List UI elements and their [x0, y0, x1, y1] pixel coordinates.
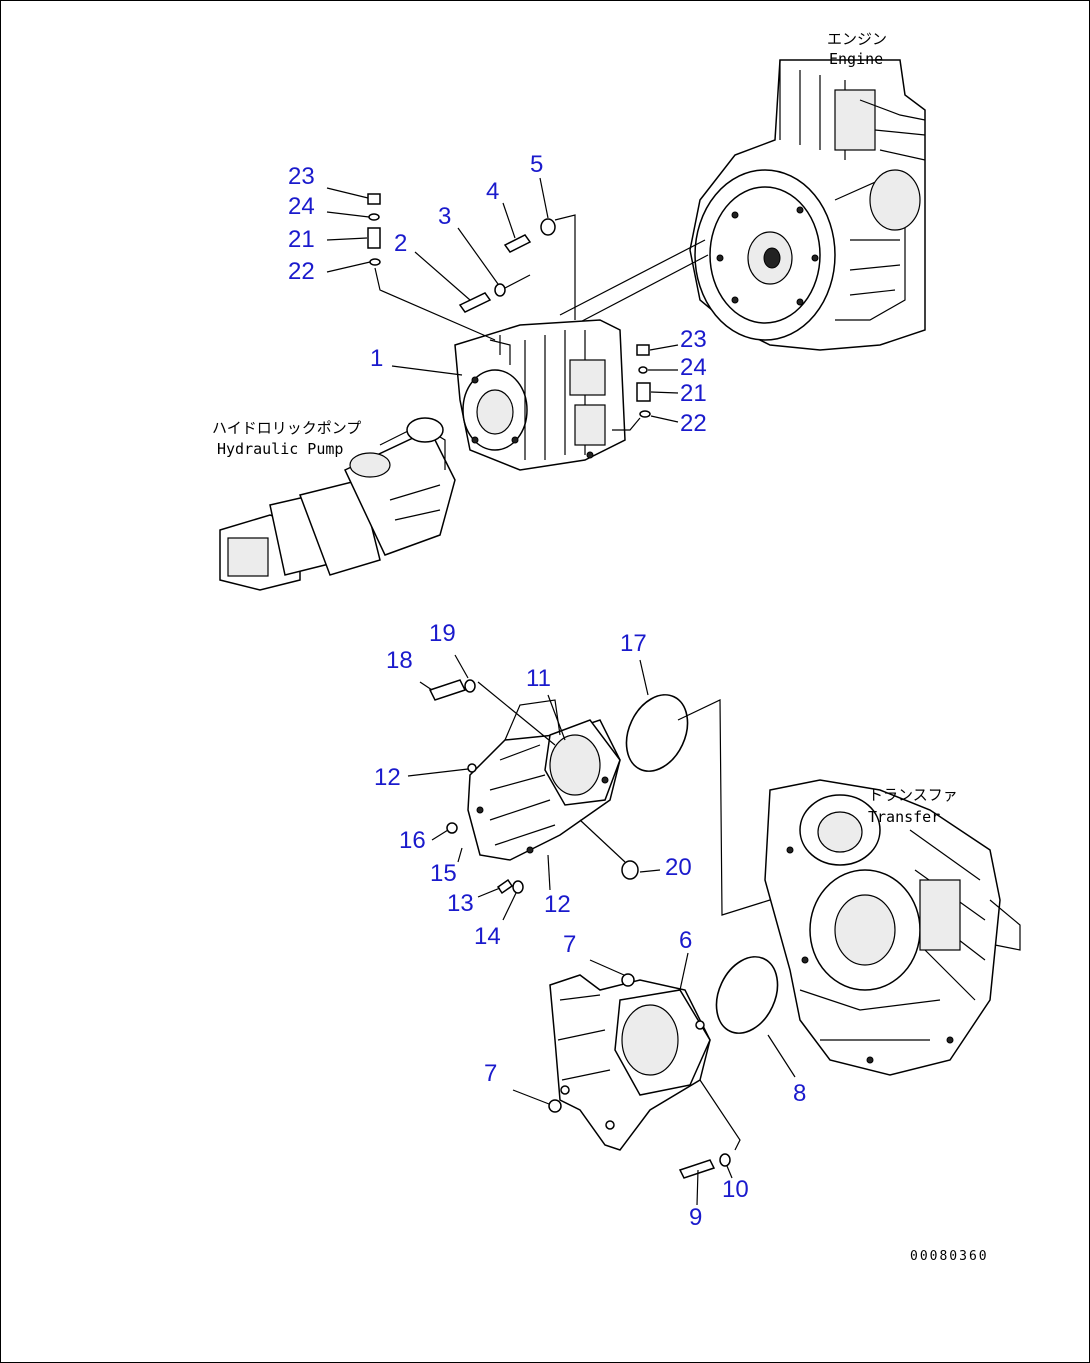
callout-24-right: 24 — [680, 354, 707, 381]
hydraulic-pump-drawing — [219, 417, 456, 591]
o-ring-17 — [625, 659, 771, 916]
callout-3: 3 — [438, 203, 451, 230]
motor-part-11 — [467, 699, 621, 861]
transfer-label-en: Transfer — [868, 808, 940, 826]
callout-12: 12 — [374, 764, 401, 791]
callout-15: 15 — [430, 860, 457, 887]
callout-10: 10 — [722, 1176, 749, 1203]
engine-assembly — [689, 59, 926, 351]
callout-16: 16 — [399, 827, 426, 854]
bolt-washer-18-19 — [419, 654, 556, 746]
callout-18: 18 — [386, 647, 413, 674]
callout-23: 23 — [288, 163, 315, 190]
callout-23-right: 23 — [680, 326, 707, 353]
engine-label-en: Engine — [829, 50, 883, 68]
callout-22: 22 — [288, 258, 315, 285]
leader-line — [391, 365, 463, 376]
motor-part-6 — [512, 952, 741, 1151]
fittings-left-stack — [326, 187, 496, 341]
callout-17: 17 — [620, 630, 647, 657]
pump-body-part-1 — [454, 319, 626, 471]
engine-label-jp: エンジン — [827, 30, 887, 48]
callout-11: 11 — [526, 665, 551, 692]
callout-13: 13 — [447, 890, 474, 917]
bolt-washer-2-3 — [414, 227, 531, 313]
leader-line — [564, 254, 709, 331]
callout-2: 2 — [394, 230, 407, 257]
callout-8: 8 — [793, 1080, 806, 1107]
callout-21: 21 — [288, 226, 315, 253]
bolt-washer-4-5 — [502, 177, 576, 320]
transfer-case — [764, 779, 1021, 1076]
bolt-washer-9-10 — [678, 1153, 733, 1206]
callout-22-right: 22 — [680, 410, 707, 437]
callout-7: 7 — [563, 931, 576, 958]
callout-9: 9 — [689, 1204, 702, 1231]
callout-5: 5 — [530, 151, 543, 178]
callout-24: 24 — [288, 193, 315, 220]
drawing-code: 00080360 — [910, 1249, 989, 1264]
callout-20: 20 — [665, 854, 692, 881]
pump-label-jp: ハイドロリックポンプ — [212, 419, 361, 437]
callout-1: 1 — [370, 345, 383, 372]
o-ring-8 — [715, 956, 796, 1078]
callout-labels: 23 24 21 22 2 3 4 5 1 23 24 21 22 19 18 … — [288, 151, 806, 1231]
engine-label: エンジン Engine — [827, 30, 887, 68]
fittings-right-stack — [612, 344, 679, 431]
callout-4: 4 — [486, 178, 499, 205]
callout-12-lower: 12 — [544, 891, 571, 918]
motor-leaders — [407, 694, 661, 921]
callout-6: 6 — [679, 927, 692, 954]
callout-21-right: 21 — [680, 380, 707, 407]
leader-line — [559, 239, 706, 316]
transfer-label-jp: トランスファ — [868, 786, 958, 804]
callout-19: 19 — [429, 620, 456, 647]
pump-label: ハイドロリックポンプ Hydraulic Pump — [212, 419, 361, 458]
callout-7-lower: 7 — [484, 1060, 497, 1087]
transfer-label: トランスファ Transfer — [868, 786, 958, 826]
pump-label-en: Hydraulic Pump — [217, 440, 343, 458]
callout-14: 14 — [474, 923, 501, 950]
